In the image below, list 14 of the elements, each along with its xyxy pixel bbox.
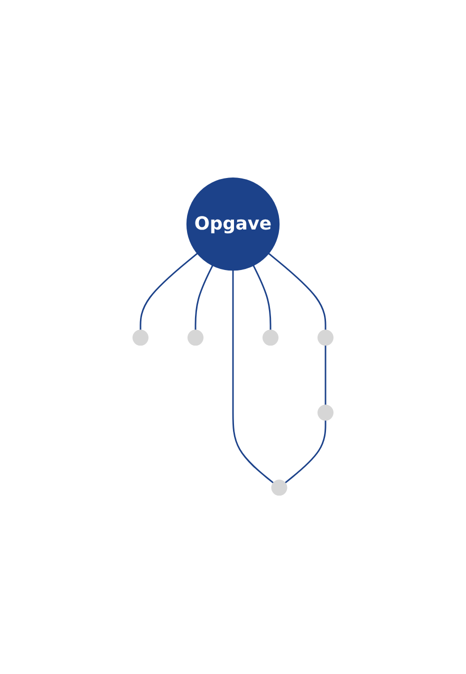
node-circle [318,405,334,422]
node-circle [271,480,288,496]
connector [252,266,272,331]
node-circle [188,330,204,346]
connector [324,346,326,406]
connector [284,420,326,484]
connector [268,253,326,331]
node-circle [132,330,148,346]
connector [140,253,198,331]
connector [232,270,274,484]
connector [194,266,214,331]
node-circle: Opgave [186,178,280,272]
node-circle [318,330,334,346]
node-circle [262,330,278,346]
